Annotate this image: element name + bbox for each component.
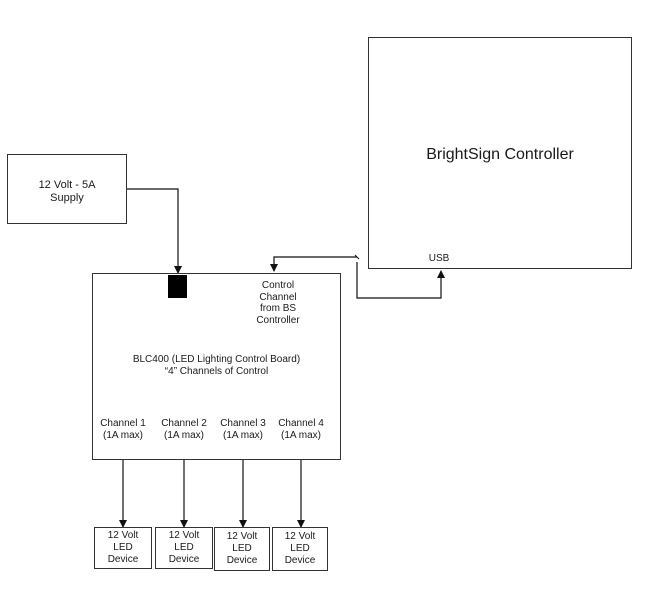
control-channel-wire [270, 256, 357, 272]
usb-wire [356, 262, 445, 299]
led-device-label: 12 Volt LED Device [107, 530, 139, 565]
power-supply-box: 12 Volt - 5A Supply [7, 154, 127, 224]
led-device-label: 12 Volt LED Device [284, 531, 316, 566]
channel-3-label: Channel 3 (1A max) [220, 418, 266, 441]
blc400-board: Control Channel from BS Controller BLC40… [92, 273, 341, 460]
supply-power-wire [127, 188, 182, 274]
channel-1-label: Channel 1 (1A max) [100, 418, 146, 441]
led-device-label: 12 Volt LED Device [168, 530, 200, 565]
controller-title: BrightSign Controller [426, 146, 574, 163]
led-device-3: 12 Volt LED Device [214, 527, 270, 571]
power-connector [168, 275, 187, 298]
usb-label: USB [428, 253, 450, 264]
power-supply-label: 12 Volt - 5A Supply [38, 179, 96, 204]
control-channel-wire-start-marker [354, 254, 360, 260]
control-channel-label: Control Channel from BS Controller [256, 280, 300, 326]
board-title: BLC400 (LED Lighting Control Board) “4” … [132, 354, 301, 377]
brightsign-controller-box: BrightSign Controller USB [368, 37, 632, 269]
channel-4-label: Channel 4 (1A max) [278, 418, 324, 441]
channel-2-label: Channel 2 (1A max) [161, 418, 207, 441]
led-device-2: 12 Volt LED Device [155, 527, 213, 569]
led-device-label: 12 Volt LED Device [226, 531, 258, 566]
led-device-4: 12 Volt LED Device [272, 527, 328, 571]
led-device-1: 12 Volt LED Device [94, 527, 152, 569]
